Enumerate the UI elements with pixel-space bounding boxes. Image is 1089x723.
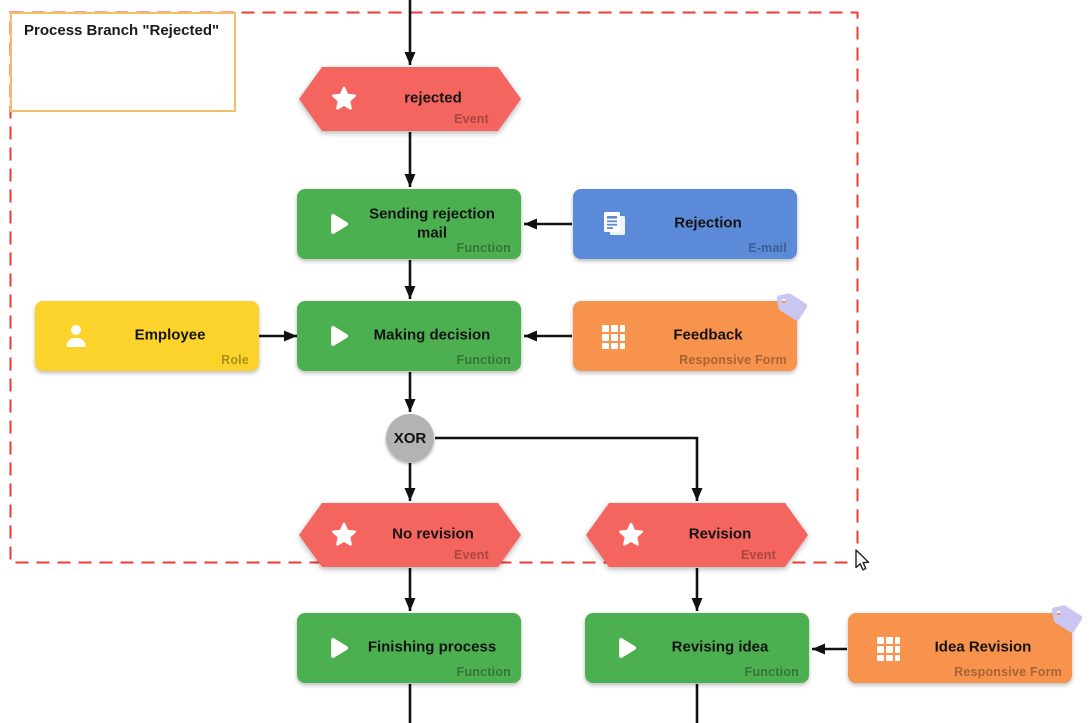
node-type-label: Function bbox=[456, 353, 511, 367]
node-type-label: Event bbox=[740, 548, 776, 562]
node-role-employee[interactable]: Employee Role bbox=[35, 301, 259, 371]
node-title: Rejection bbox=[674, 214, 742, 232]
node-form-idea-revision[interactable]: Idea Revision Responsive Form bbox=[848, 605, 1083, 683]
node-type-label: Responsive Form bbox=[679, 353, 787, 367]
node-type-label: E-mail bbox=[748, 241, 787, 255]
node-type-label: Event bbox=[453, 112, 489, 126]
node-type-label: Role bbox=[221, 353, 249, 367]
node-title: rejected bbox=[404, 89, 462, 107]
node-title: Sending rejection mail bbox=[369, 205, 495, 241]
grid-icon bbox=[599, 321, 629, 351]
node-email-rejection[interactable]: Rejection E-mail bbox=[573, 189, 797, 259]
branch-label-box[interactable]: Process Branch "Rejected" bbox=[10, 12, 236, 112]
star-icon bbox=[616, 520, 646, 550]
tag-icon bbox=[773, 287, 813, 327]
play-icon bbox=[323, 209, 353, 239]
node-event-revision[interactable]: Revision Event bbox=[586, 503, 808, 567]
node-title: No revision bbox=[392, 525, 474, 543]
grid-icon bbox=[874, 633, 904, 663]
node-function-revising-idea[interactable]: Revising idea Function bbox=[585, 613, 809, 683]
node-title: Idea Revision bbox=[934, 638, 1032, 656]
node-event-no-revision[interactable]: No revision Event bbox=[299, 503, 521, 567]
node-type-label: Function bbox=[744, 665, 799, 679]
play-icon bbox=[323, 633, 353, 663]
node-title: Feedback bbox=[673, 326, 743, 344]
tag-icon bbox=[1048, 599, 1088, 639]
node-type-label: Function bbox=[456, 241, 511, 255]
node-type-label: Event bbox=[453, 548, 489, 562]
node-event-rejected[interactable]: rejected Event bbox=[299, 67, 521, 131]
edge-xor-revision bbox=[435, 436, 703, 501]
node-title: Employee bbox=[134, 326, 206, 344]
person-icon bbox=[61, 321, 91, 351]
star-icon bbox=[329, 520, 359, 550]
node-function-finishing-process[interactable]: Finishing process Function bbox=[297, 613, 521, 683]
node-function-making-decision[interactable]: Making decision Function bbox=[297, 301, 521, 371]
play-icon bbox=[323, 321, 353, 351]
node-type-label: Responsive Form bbox=[954, 665, 1062, 679]
xor-connector[interactable]: XOR bbox=[386, 414, 434, 462]
node-title: Making decision bbox=[373, 326, 491, 344]
document-copy-icon bbox=[599, 209, 629, 239]
branch-label: Process Branch "Rejected" bbox=[24, 22, 220, 39]
star-icon bbox=[329, 84, 359, 114]
xor-label: XOR bbox=[393, 429, 427, 447]
play-icon bbox=[611, 633, 641, 663]
node-title: Revision bbox=[688, 525, 752, 543]
node-title: Revising idea bbox=[671, 638, 769, 656]
node-title: Finishing process bbox=[367, 638, 497, 656]
node-function-sending-rejection-mail[interactable]: Sending rejection mail Function bbox=[297, 189, 521, 259]
node-type-label: Function bbox=[456, 665, 511, 679]
node-form-feedback[interactable]: Feedback Responsive Form bbox=[573, 293, 808, 371]
mouse-cursor-icon bbox=[855, 549, 870, 571]
